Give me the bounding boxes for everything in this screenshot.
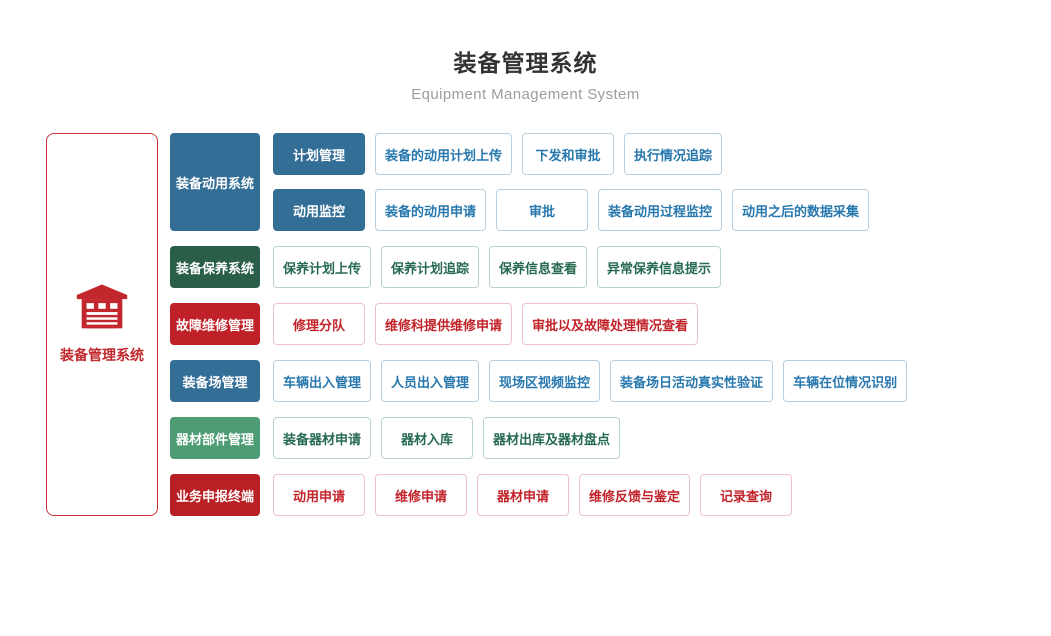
item-box: 人员出入管理 <box>381 360 480 402</box>
group-row-equipment-maintenance: 装备保养系统 保养计划上传 保养计划追踪 保养信息查看 异常保养信息提示 <box>170 246 907 288</box>
subcategory-mobilization-monitoring: 动用监控 <box>273 189 365 231</box>
item-box: 器材申请 <box>477 474 569 516</box>
group-row-materials-parts: 器材部件管理 装备器材申请 器材入库 器材出库及器材盘点 <box>170 417 907 459</box>
page-subtitle: Equipment Management System <box>411 86 640 103</box>
subcategory-plan-management: 计划管理 <box>273 133 365 175</box>
category-business-application-terminal: 业务申报终端 <box>170 474 260 516</box>
item-box: 车辆在位情况识别 <box>783 360 908 402</box>
item-box: 动用之后的数据采集 <box>732 189 870 231</box>
diagram-layout: 装备管理系统 装备动用系统 计划管理 装备的动用计划上传 下发和审批 执行情况追… <box>46 133 1051 516</box>
terminal-items: 动用申请 维修申请 器材申请 维修反馈与鉴定 记录查询 <box>273 474 793 516</box>
item-box: 修理分队 <box>273 303 365 345</box>
repair-items: 修理分队 维修科提供维修申请 审批以及故障处理情况查看 <box>273 303 699 345</box>
category-equipment-mobilization-system: 装备动用系统 <box>170 133 260 231</box>
item-box: 下发和审批 <box>522 133 615 175</box>
depot-items: 车辆出入管理 人员出入管理 现场区视频监控 装备场日活动真实性验证 车辆在位情况… <box>273 360 908 402</box>
subrow-plan-management: 计划管理 装备的动用计划上传 下发和审批 执行情况追踪 <box>273 133 869 175</box>
page-header: 装备管理系统 Equipment Management System <box>0 0 1051 103</box>
mobilization-subrows: 计划管理 装备的动用计划上传 下发和审批 执行情况追踪 动用监控 装备的动用申请… <box>273 133 870 231</box>
category-equipment-maintenance-system: 装备保养系统 <box>170 246 260 288</box>
item-box: 审批 <box>496 189 589 231</box>
item-box: 动用申请 <box>273 474 365 516</box>
group-row-fault-repair: 故障维修管理 修理分队 维修科提供维修申请 审批以及故障处理情况查看 <box>170 303 907 345</box>
item-box: 装备器材申请 <box>273 417 372 459</box>
item-box: 审批以及故障处理情况查看 <box>522 303 699 345</box>
item-box: 维修申请 <box>375 474 467 516</box>
item-box: 装备场日活动真实性验证 <box>610 360 774 402</box>
materials-items: 装备器材申请 器材入库 器材出库及器材盘点 <box>273 417 621 459</box>
root-system-card: 装备管理系统 <box>46 133 158 516</box>
item-box: 装备动用过程监控 <box>598 189 723 231</box>
group-row-business-terminal: 业务申报终端 动用申请 维修申请 器材申请 维修反馈与鉴定 记录查询 <box>170 474 907 516</box>
group-row-equipment-mobilization: 装备动用系统 计划管理 装备的动用计划上传 下发和审批 执行情况追踪 动用监控 … <box>170 133 907 231</box>
maintenance-items: 保养计划上传 保养计划追踪 保养信息查看 异常保养信息提示 <box>273 246 722 288</box>
category-equipment-depot-management: 装备场管理 <box>170 360 260 402</box>
root-system-label: 装备管理系统 <box>60 347 144 363</box>
item-box: 保养计划追踪 <box>381 246 480 288</box>
item-box: 维修反馈与鉴定 <box>579 474 691 516</box>
category-fault-repair-management: 故障维修管理 <box>170 303 260 345</box>
item-box: 装备的动用计划上传 <box>375 133 513 175</box>
item-box: 现场区视频监控 <box>489 360 601 402</box>
item-box: 器材入库 <box>381 417 474 459</box>
item-box: 装备的动用申请 <box>375 189 487 231</box>
subrow-mobilization-monitoring: 动用监控 装备的动用申请 审批 装备动用过程监控 动用之后的数据采集 <box>273 189 870 231</box>
item-box: 器材出库及器材盘点 <box>483 417 621 459</box>
item-box: 维修科提供维修申请 <box>375 303 513 345</box>
item-box: 执行情况追踪 <box>624 133 723 175</box>
item-box: 保养计划上传 <box>273 246 372 288</box>
item-box: 车辆出入管理 <box>273 360 372 402</box>
garage-icon <box>76 284 128 337</box>
group-rows: 装备动用系统 计划管理 装备的动用计划上传 下发和审批 执行情况追踪 动用监控 … <box>170 133 908 516</box>
item-box: 异常保养信息提示 <box>597 246 722 288</box>
page-title: 装备管理系统 <box>453 50 598 76</box>
item-box: 保养信息查看 <box>489 246 588 288</box>
group-row-equipment-depot: 装备场管理 车辆出入管理 人员出入管理 现场区视频监控 装备场日活动真实性验证 … <box>170 360 908 402</box>
item-box: 记录查询 <box>700 474 793 516</box>
category-materials-parts-management: 器材部件管理 <box>170 417 260 459</box>
